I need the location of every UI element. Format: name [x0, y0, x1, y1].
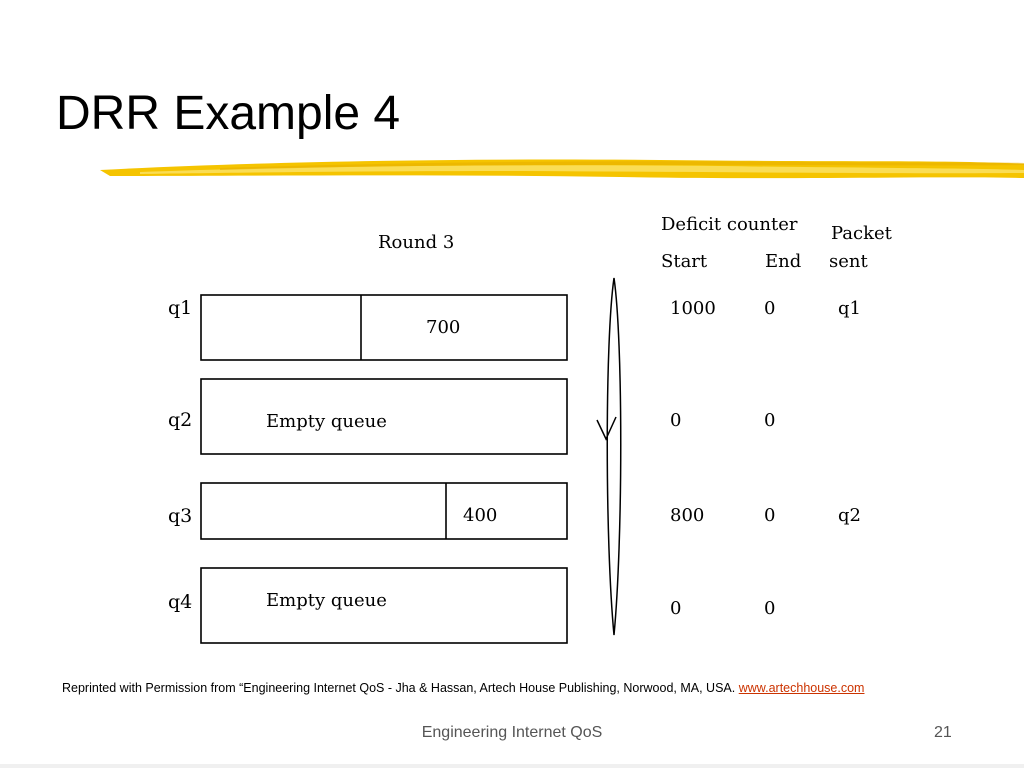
deficit-end-value: 0 [764, 298, 775, 319]
round-label: Round 3 [378, 232, 454, 253]
page-number: 21 [934, 724, 952, 741]
queue-label: q3 [168, 505, 192, 527]
queue-box [200, 482, 568, 540]
queue-box [200, 294, 568, 361]
packet-size: 700 [426, 317, 460, 338]
queue-box [200, 567, 568, 644]
drr-diagram: Round 3 Deficit counter Packet Start End… [168, 214, 893, 644]
arrow-chevron-icon [596, 416, 617, 441]
artechhouse-link[interactable]: www.artechhouse.com [738, 681, 865, 695]
bottom-rule [0, 764, 1024, 768]
queue-label: q4 [168, 591, 192, 613]
packet-sent-value: q1 [838, 298, 861, 319]
deficit-counter-header: Deficit counter [661, 214, 798, 235]
packet-sent-header-line1: Packet [831, 223, 893, 244]
deficit-end-value: 0 [764, 410, 775, 431]
queue-label: q1 [168, 297, 192, 319]
slide-title: DRR Example 4 [56, 87, 401, 140]
queue-label: q2 [168, 409, 192, 431]
deficit-start-value: 0 [670, 598, 681, 619]
title-underline-brush [100, 159, 1024, 179]
packet-size: 400 [463, 505, 497, 526]
start-header: Start [661, 251, 708, 272]
empty-queue-text: Empty queue [266, 590, 387, 611]
deficit-start-value: 1000 [670, 298, 716, 319]
queue-box [200, 378, 568, 455]
empty-queue-text: Empty queue [266, 411, 387, 432]
end-header: End [765, 251, 801, 272]
deficit-end-value: 0 [764, 505, 775, 526]
deficit-start-value: 0 [670, 410, 681, 431]
packet-sent-value: q2 [838, 505, 861, 526]
deficit-start-value: 800 [670, 505, 704, 526]
deficit-end-value: 0 [764, 598, 775, 619]
footer-title: Engineering Internet QoS [421, 724, 603, 741]
credit-text: Reprinted with Permission from “Engineer… [62, 681, 736, 695]
credit-line: Reprinted with Permission from “Engineer… [62, 681, 864, 695]
packet-sent-header-line2: sent [829, 251, 868, 272]
round-robin-arrow [606, 277, 622, 636]
